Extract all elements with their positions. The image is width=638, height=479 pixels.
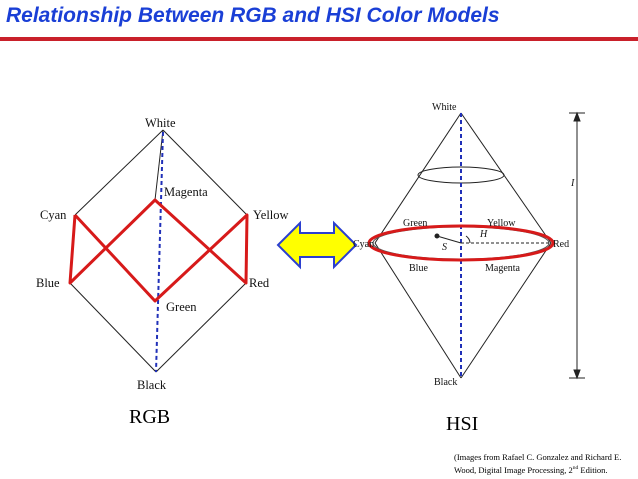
hsi-hue-circle-highlight	[367, 224, 555, 262]
rgb-label-red: Red	[249, 276, 270, 290]
credit-line-2-sup: nd	[572, 465, 579, 471]
rgb-label-white: White	[145, 116, 176, 130]
hsi-label-blue: Blue	[409, 263, 428, 274]
rgb-label-yellow: Yellow	[253, 208, 289, 222]
hsi-label-red: Red	[553, 239, 569, 250]
hsi-label-yellow: Yellow	[487, 218, 516, 229]
hsi-label-cyan: Cyan	[353, 239, 374, 250]
hsi-double-cone: White Green Yellow Cyan Red Blue Magenta…	[353, 102, 585, 388]
double-arrow-icon	[276, 220, 358, 270]
credit-line-2a: Wood, Digital Image Processing, 2	[454, 464, 573, 475]
rgb-caption: RGB	[129, 406, 171, 428]
image-credit: (Images from Rafael C. Gonzalez and Rich…	[454, 452, 634, 476]
title-divider	[0, 37, 638, 41]
rgb-grey-axis	[155, 131, 164, 373]
rgb-label-blue: Blue	[36, 276, 60, 290]
rgb-cube: White Magenta Cyan Yellow Blue Red Green…	[36, 116, 289, 392]
rgb-label-magenta: Magenta	[164, 185, 208, 199]
credit-line-1: (Images from Rafael C. Gonzalez and Rich…	[454, 452, 622, 462]
hsi-label-magenta: Magenta	[485, 263, 521, 274]
hsi-label-s: S	[442, 242, 447, 253]
hsi-label-i: I	[570, 178, 575, 189]
hsi-caption: HSI	[446, 413, 479, 435]
hsi-intensity-dimension	[569, 111, 585, 380]
rgb-hue-hexagon	[68, 198, 249, 303]
hsi-label-black: Black	[434, 377, 457, 388]
credit-line-2b: Edition.	[578, 464, 608, 475]
rgb-label-green: Green	[166, 300, 197, 314]
hsi-label-h: H	[479, 229, 488, 240]
rgb-label-cyan: Cyan	[40, 208, 67, 222]
hsi-hue-saturation-markers	[434, 233, 551, 244]
hsi-label-green: Green	[403, 218, 427, 229]
rgb-label-black: Black	[137, 378, 167, 392]
rgb-cube-edges	[69, 129, 248, 373]
hsi-label-white: White	[432, 102, 457, 113]
slide-title: Relationship Between RGB and HSI Color M…	[6, 4, 500, 27]
